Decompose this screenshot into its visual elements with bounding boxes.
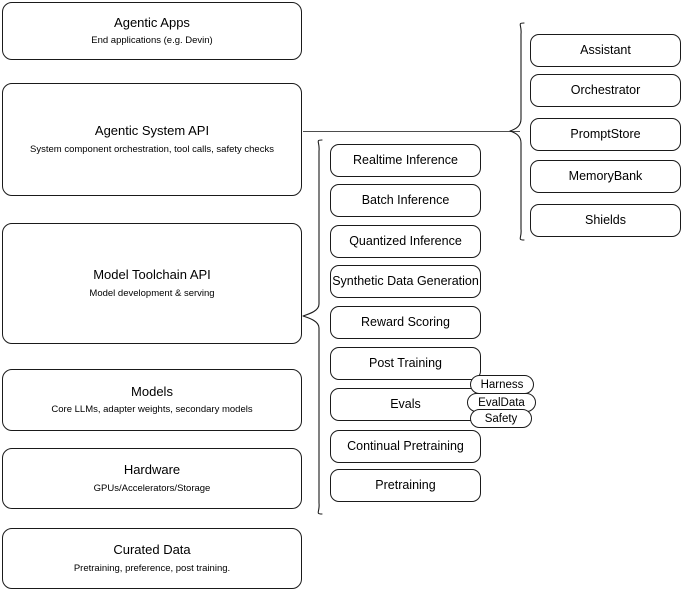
layer-title: Model Toolchain API [93,267,211,283]
component-evals[interactable]: Evals [330,388,481,421]
component-post-training[interactable]: Post Training [330,347,481,380]
layer-subtitle: End applications (e.g. Devin) [91,35,213,47]
layer-model-toolchain-api[interactable]: Model Toolchain API Model development & … [2,223,302,344]
component-assistant[interactable]: Assistant [530,34,681,67]
component-label: Reward Scoring [361,314,450,329]
layer-subtitle: Model development & serving [89,287,215,299]
brace-system-components [509,22,525,241]
layer-title: Agentic System API [94,123,210,139]
component-label: Assistant [580,42,631,57]
brace-toolchain-components [302,139,323,515]
component-reward-scoring[interactable]: Reward Scoring [330,306,481,339]
component-label: Batch Inference [361,192,450,207]
component-quantized-inference[interactable]: Quantized Inference [330,225,481,258]
layer-agentic-apps[interactable]: Agentic Apps End applications (e.g. Devi… [2,2,302,60]
layer-subtitle: Pretraining, preference, post training. [73,562,231,574]
layer-agentic-system-api[interactable]: Agentic System API System component orch… [2,83,302,196]
component-continual-pretraining[interactable]: Continual Pretraining [330,430,481,463]
layer-hardware[interactable]: Hardware GPUs/Accelerators/Storage [2,448,302,509]
component-label: Continual Pretraining [347,438,464,453]
component-label: MemoryBank [568,168,643,183]
layer-models[interactable]: Models Core LLMs, adapter weights, secon… [2,369,302,431]
evals-tag-label: Safety [484,412,518,425]
component-label: Quantized Inference [349,233,462,248]
layer-subtitle: GPUs/Accelerators/Storage [93,482,211,494]
component-label: PromptStore [570,126,641,141]
component-label: Synthetic Data Generation [332,273,479,288]
component-promptstore[interactable]: PromptStore [530,118,681,151]
component-shields[interactable]: Shields [530,204,681,237]
component-label: Realtime Inference [353,152,458,167]
evals-tag-label: EvalData [478,396,525,409]
layer-subtitle: Core LLMs, adapter weights, secondary mo… [51,404,253,416]
layer-subtitle: System component orchestration, tool cal… [30,143,274,155]
evals-tag-label: Harness [480,378,524,391]
layer-title: Hardware [123,462,181,478]
layer-curated-data[interactable]: Curated Data Pretraining, preference, po… [2,528,302,589]
evals-tag-harness[interactable]: Harness [470,375,534,394]
component-label: Evals [390,396,421,411]
layer-title: Curated Data [113,542,191,558]
connector-system-api-to-components [303,131,520,132]
component-memorybank[interactable]: MemoryBank [530,160,681,193]
component-label: Pretraining [375,477,436,492]
component-label: Orchestrator [570,82,641,97]
component-realtime-inference[interactable]: Realtime Inference [330,144,481,177]
component-orchestrator[interactable]: Orchestrator [530,74,681,107]
component-label: Post Training [369,355,442,370]
layer-title: Models [131,383,173,399]
component-label: Shields [585,212,626,227]
component-synthetic-data-generation[interactable]: Synthetic Data Generation [330,265,481,298]
component-pretraining[interactable]: Pretraining [330,469,481,502]
evals-tag-safety[interactable]: Safety [470,409,532,428]
layer-title: Agentic Apps [114,14,190,30]
component-batch-inference[interactable]: Batch Inference [330,184,481,217]
